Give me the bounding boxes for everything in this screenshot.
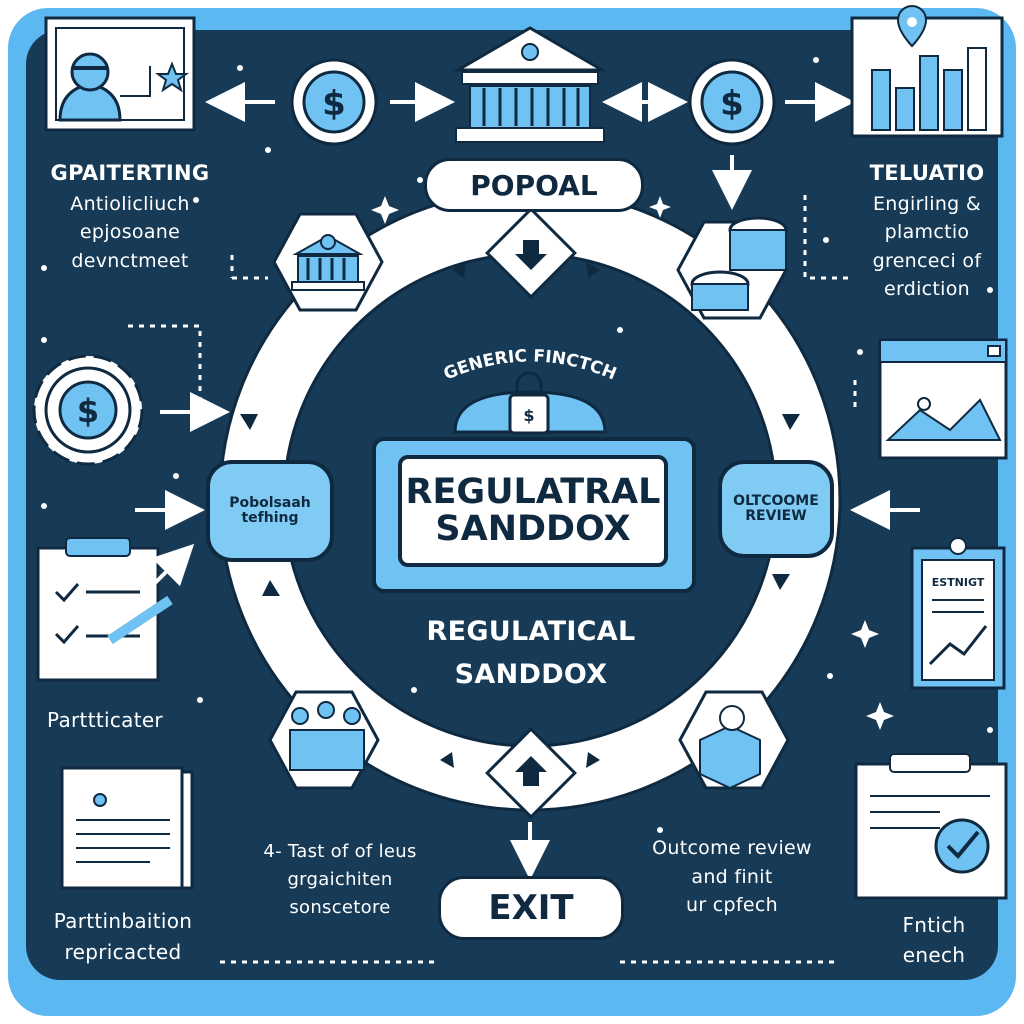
arc-label: GENERIC FINCTCH xyxy=(441,346,619,384)
svg-text:$: $ xyxy=(322,84,346,124)
bar-chart-icon xyxy=(850,5,1004,138)
proposal-pill[interactable]: POPOAL xyxy=(424,158,644,212)
bank-hexagon-icon xyxy=(272,212,384,312)
svg-text:$: $ xyxy=(720,84,744,124)
bottom-center-left-label: 4- Tast of of leus grgaichiten sonscetor… xyxy=(263,841,417,918)
bottom-center-right-label: Outcome review and finit ur cpfech xyxy=(652,837,812,916)
top-right-label: TELUATIO Engirling & plamctio grenceci o… xyxy=(869,161,985,300)
sandbox-title-box: REGULATRAL SANDDOX xyxy=(398,455,668,567)
svg-text:$: $ xyxy=(523,406,534,425)
testing-node-line2: tefhing xyxy=(241,510,299,526)
svg-text:$: $ xyxy=(77,392,99,430)
bottom-left-label: Parttinbaition repricacted xyxy=(53,909,193,964)
monitor-person-icon xyxy=(44,16,196,132)
top-left-label: GPAITERTING Antiolicliuch epjosoane devn… xyxy=(50,161,210,272)
coin-stack-icon xyxy=(676,216,788,320)
ring-arrows xyxy=(240,262,800,768)
dollar-coin-icon: $ xyxy=(290,58,378,146)
people-hexagon-icon xyxy=(268,690,380,790)
testing-node-line1: Pobolsaah xyxy=(229,495,311,512)
top-connector-arrows xyxy=(135,82,920,880)
outcome-node-line2: REVIEW xyxy=(745,508,807,524)
svg-text:GENERIC FINCTCH: GENERIC FINCTCH xyxy=(441,346,619,384)
clipboard-checklist-icon xyxy=(36,537,195,682)
document-check-icon xyxy=(854,753,1008,900)
clipboard-chart-icon: ESTNIGT xyxy=(910,537,1006,690)
lock-icon: $ xyxy=(453,371,607,435)
sandbox-subtitle: REGULATICAL SANDDOX xyxy=(426,616,636,691)
sparkles xyxy=(41,57,993,833)
sandbox-title-line1: REGULATRAL xyxy=(405,472,661,513)
dollar-coin-icon: $ xyxy=(688,58,776,146)
top-diamond xyxy=(485,207,577,299)
document-stack-icon xyxy=(60,766,194,890)
bottom-diamond xyxy=(485,727,577,819)
participant-label: Parttticater xyxy=(47,708,163,732)
bank-icon xyxy=(452,26,608,143)
exit-pill[interactable]: EXIT xyxy=(438,876,624,940)
box-hexagon-icon xyxy=(678,690,790,790)
outcome-node-line1: OLTCOOME xyxy=(733,493,819,510)
sandbox-title-line2: SANDDOX xyxy=(435,509,631,549)
map-window-icon xyxy=(878,338,1008,460)
bottom-right-label: Fntich enech xyxy=(902,913,966,967)
dotted-connectors xyxy=(128,195,857,964)
svg-text:ESTNIGT: ESTNIGT xyxy=(932,576,985,589)
gear-dollar-icon: $ xyxy=(32,354,144,466)
